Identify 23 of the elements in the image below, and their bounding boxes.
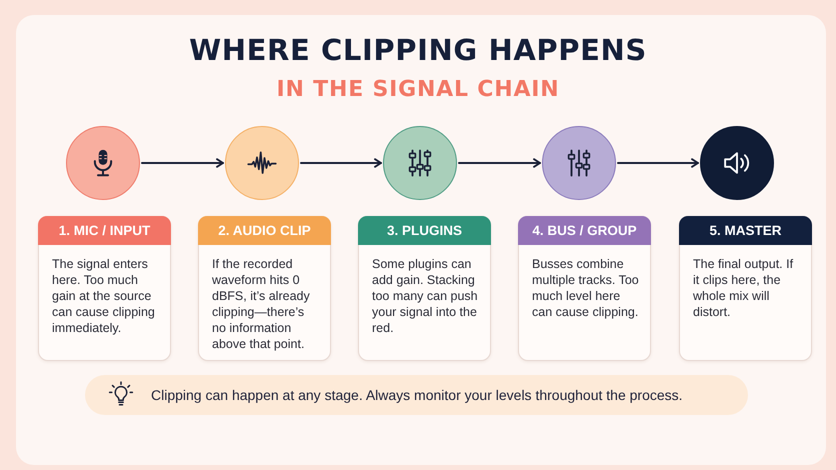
arrow	[617, 158, 699, 168]
stage-heading: 4. BUS / GROUP	[518, 216, 651, 245]
stage-description: The signal enters here. Too much gain at the source can cause clipping immediately.	[51, 256, 156, 336]
stage-card	[198, 216, 331, 361]
stage-heading: 2. AUDIO CLIP	[198, 216, 331, 245]
stage-description: The final output. If it clips here, the whole mix will distort.	[692, 256, 794, 320]
stage-card	[679, 216, 812, 361]
stage-heading: 1. MIC / INPUT	[38, 216, 171, 245]
stage-description: Busses combine multiple tracks. Too much level here can cause clipping.	[531, 256, 640, 320]
stage-description: If the recorded waveform hits 0 dBFS, it’s already clipping—there’s no information above that point.	[211, 256, 311, 352]
stage-card	[358, 216, 491, 361]
subtitle: IN THE SIGNAL CHAIN	[276, 77, 560, 102]
stage-heading: 3. PLUGINS	[358, 216, 491, 245]
stage-card	[518, 216, 651, 361]
title: WHERE CLIPPING HAPPENS	[189, 34, 647, 68]
tip-text: Clipping can happen at any stage. Always monitor your levels throughout the process.	[151, 386, 683, 405]
arrow	[141, 158, 224, 168]
arrow	[300, 158, 382, 168]
stage-card	[38, 216, 171, 361]
tip-banner	[85, 375, 748, 415]
stage-heading: 5. MASTER	[679, 216, 812, 245]
stage-description: Some plugins can add gain. Stacking too many can push your signal into the red.	[371, 256, 479, 336]
arrow	[458, 158, 541, 168]
